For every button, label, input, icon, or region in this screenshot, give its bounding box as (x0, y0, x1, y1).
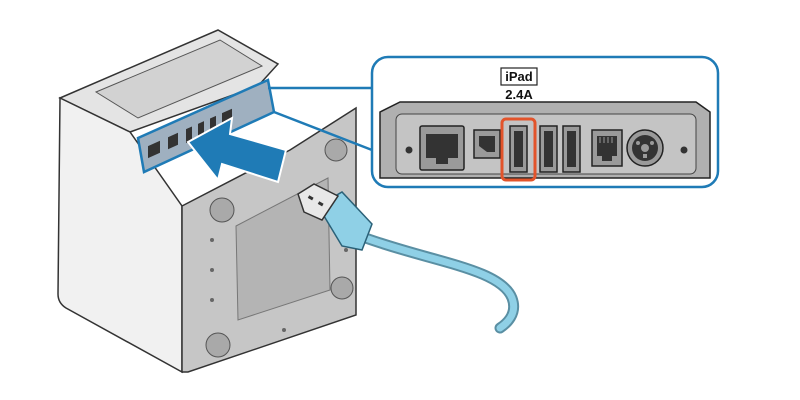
usb-cable-wire (354, 230, 519, 334)
usb-plug-hole (307, 195, 314, 201)
drawer-kick-port (591, 129, 623, 167)
port-label-text: iPad (505, 69, 533, 84)
ipad-port-highlight (500, 117, 537, 182)
usb-cable-wire-inner (356, 232, 517, 332)
printer-illustration (57, 29, 373, 374)
panel-screw (405, 146, 413, 154)
printer-foot (205, 332, 231, 358)
usb-connector-plug (297, 183, 340, 221)
printer-foot (330, 276, 354, 300)
lan-port (419, 125, 465, 171)
usb-cable-icon (297, 183, 519, 334)
usb-plug-hole (317, 201, 324, 207)
printer-foot (324, 138, 348, 162)
printer-top-recess (94, 39, 264, 119)
dc-power-port (626, 129, 664, 167)
usb-a-port (539, 125, 558, 173)
insert-arrow-icon (186, 116, 288, 184)
port-label-box (500, 67, 538, 86)
printer-foot (209, 197, 235, 223)
callout-leader-line (273, 110, 373, 152)
usb-a-port (562, 125, 581, 173)
panel-screw (680, 146, 688, 154)
port-panel-callout: iPad 2.4A (370, 55, 720, 189)
usb-a-port-ipad (509, 125, 528, 173)
usb-b-port (473, 129, 501, 159)
port-rating-text: 2.4A (505, 87, 533, 102)
